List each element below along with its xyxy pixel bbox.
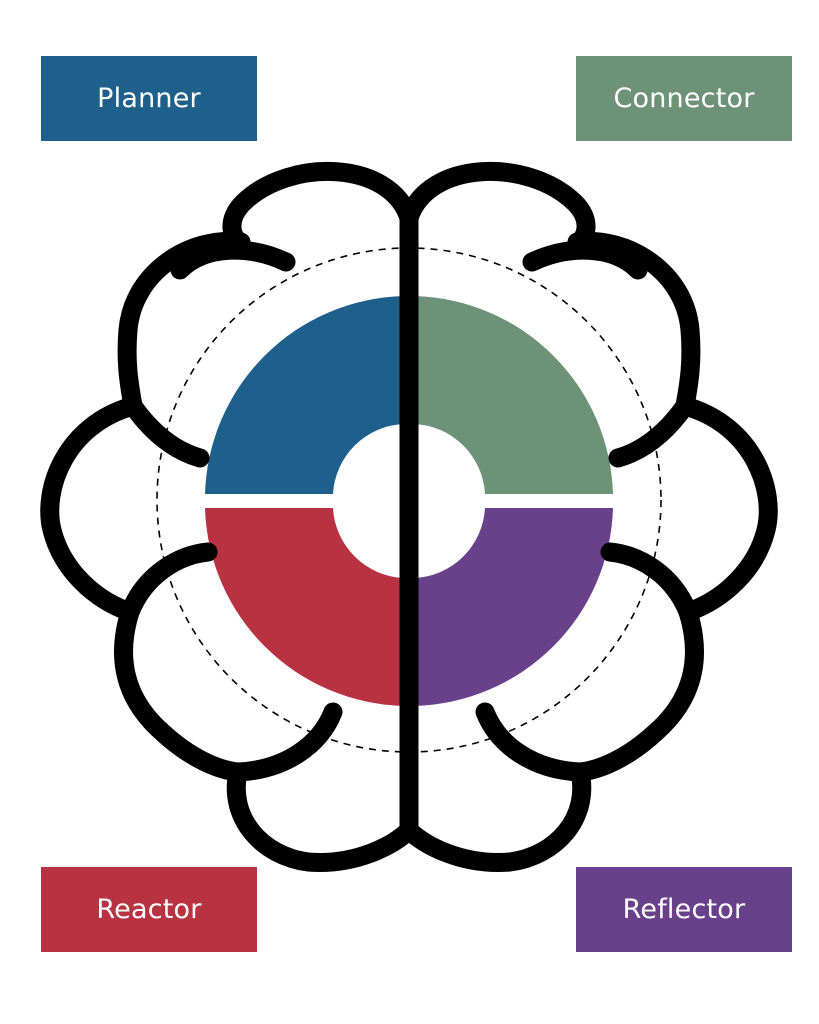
reactor-quadrant	[205, 508, 404, 706]
reflector-label-box: Reflector	[576, 867, 792, 952]
planner-quadrant	[205, 296, 404, 494]
connector-label: Connector	[613, 83, 755, 114]
brain-outline-icon	[40, 161, 778, 872]
planner-label-box: Planner	[41, 56, 257, 141]
reactor-label-box: Reactor	[41, 867, 257, 952]
reflector-quadrant	[414, 508, 613, 706]
reflector-label: Reflector	[622, 894, 746, 925]
connector-label-box: Connector	[576, 56, 792, 141]
reactor-label: Reactor	[96, 894, 202, 925]
connector-quadrant	[414, 296, 613, 494]
planner-label: Planner	[97, 83, 201, 114]
